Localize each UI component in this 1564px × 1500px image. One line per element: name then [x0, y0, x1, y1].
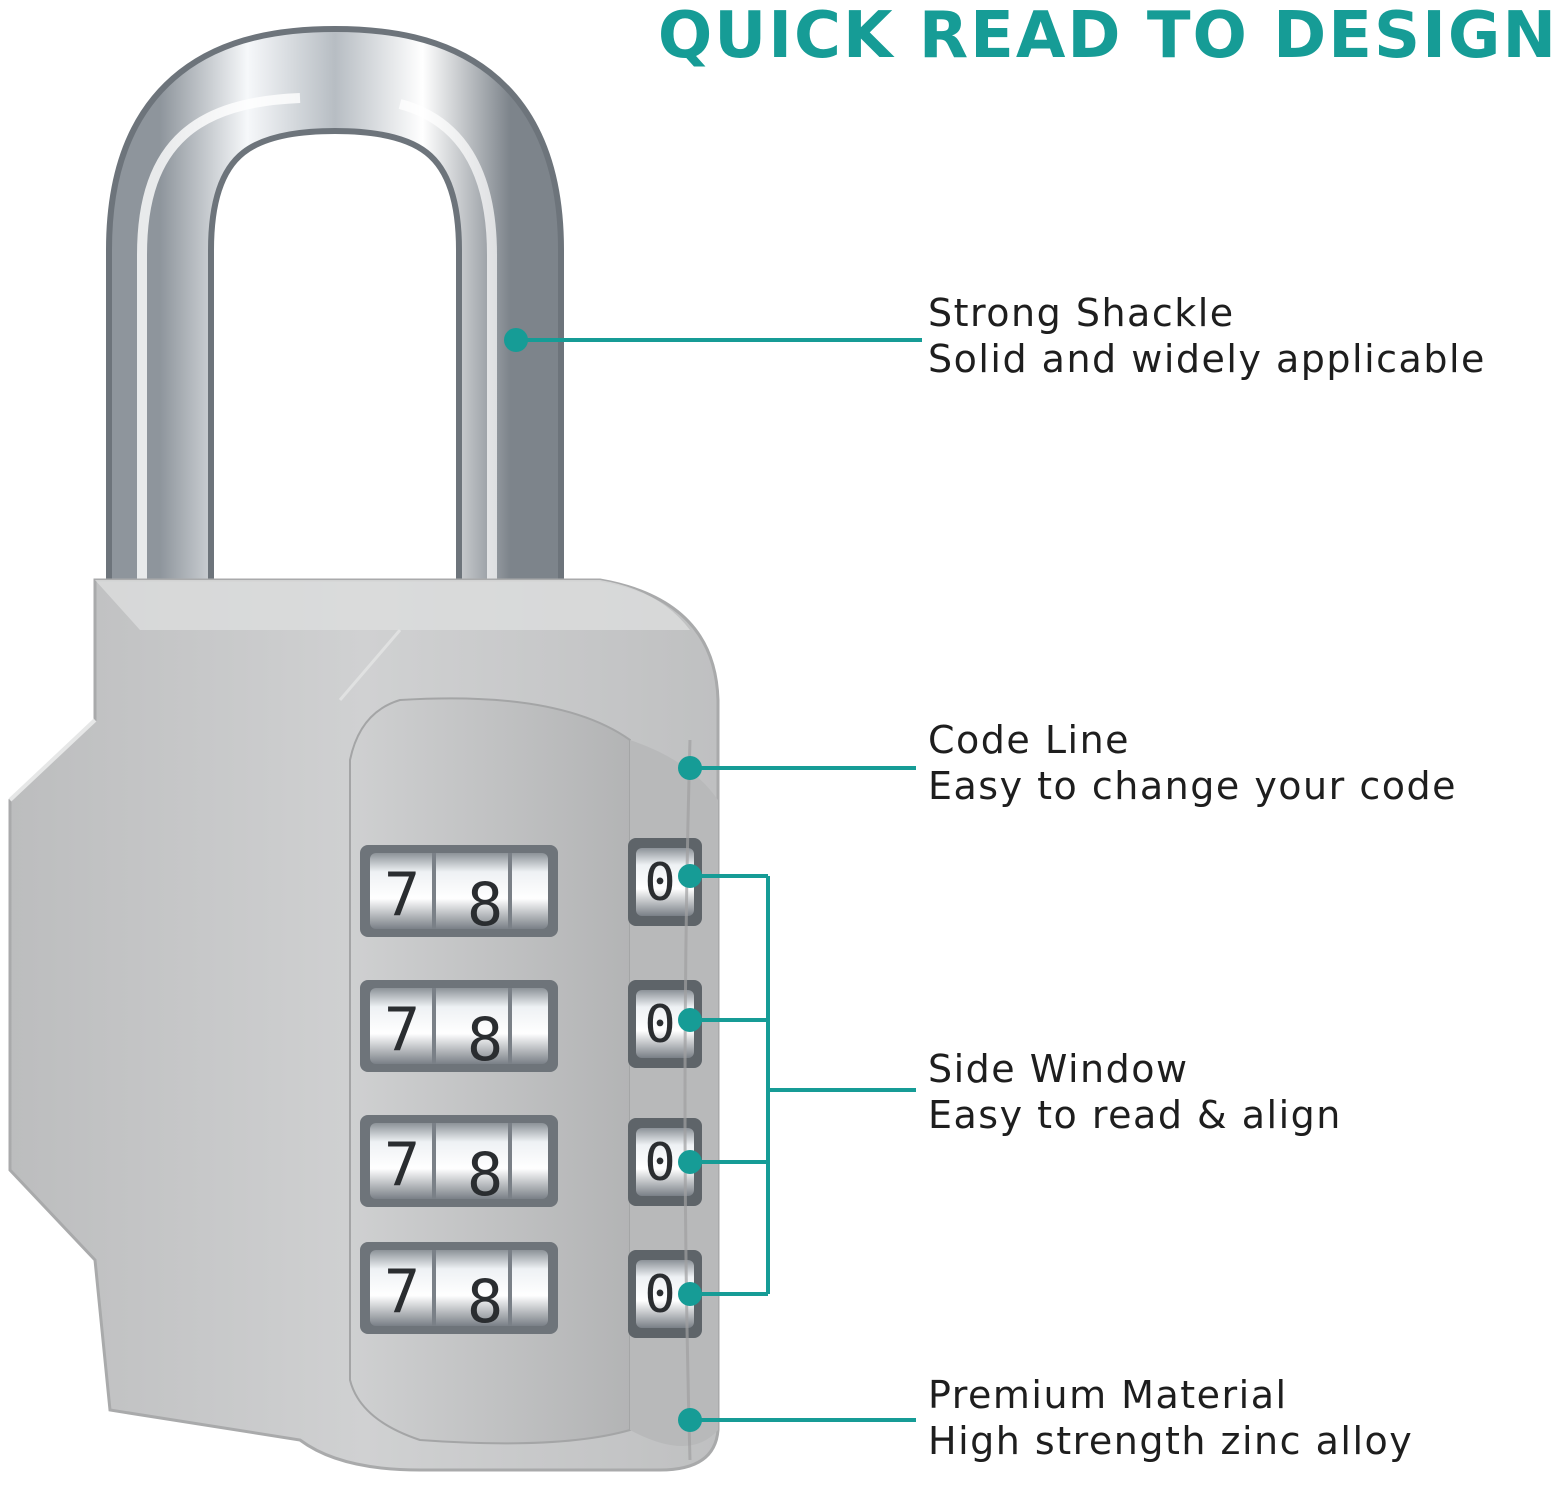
dot-marker-icon — [678, 756, 702, 780]
callout-title: Strong Shackle — [928, 291, 1235, 335]
callout-subtitle: High strength zinc alloy — [928, 1419, 1414, 1463]
dial-row-2[interactable] — [360, 980, 558, 1072]
dot-marker-icon — [678, 1408, 702, 1432]
dial-digit: 7 — [384, 1257, 420, 1327]
side-digit: 0 — [644, 853, 675, 913]
dial-digit: 8 — [467, 870, 503, 940]
dial-row-4[interactable] — [360, 1242, 558, 1334]
callout-subtitle: Easy to change your code — [928, 764, 1457, 808]
side-windows — [628, 838, 702, 1338]
callout-leaders — [516, 338, 922, 1422]
side-digit: 0 — [644, 995, 675, 1055]
callout-subtitle: Solid and widely applicable — [928, 337, 1486, 381]
shackle — [106, 25, 564, 640]
dot-marker-icon — [678, 1008, 702, 1032]
callout-title: Code Line — [928, 718, 1131, 762]
dial-digit: 8 — [467, 1140, 503, 1210]
dot-marker-icon — [678, 864, 702, 888]
dial-row-1[interactable] — [360, 845, 558, 937]
dial-row-3[interactable] — [360, 1115, 558, 1207]
dial-digit: 7 — [384, 995, 420, 1065]
side-digit: 0 — [644, 1265, 675, 1325]
front-dials — [360, 845, 558, 1334]
headline: QUICK READ TO DESIGN — [657, 0, 1558, 73]
dot-marker-icon — [504, 328, 528, 352]
dial-digit: 8 — [467, 1005, 503, 1075]
dial-digit: 8 — [467, 1267, 503, 1337]
side-digit: 0 — [644, 1133, 675, 1193]
dot-marker-icon — [678, 1150, 702, 1174]
dot-marker-icon — [678, 1282, 702, 1306]
callout-dots — [504, 328, 702, 1432]
callout-title: Premium Material — [928, 1373, 1288, 1417]
callout-premium-material: Premium Material High strength zinc allo… — [928, 1372, 1413, 1464]
callout-strong-shackle: Strong Shackle Solid and widely applicab… — [928, 290, 1486, 382]
callout-code-line: Code Line Easy to change your code — [928, 717, 1457, 809]
dial-digit: 7 — [384, 1130, 420, 1200]
dial-digit: 7 — [384, 860, 420, 930]
code-line-groove — [683, 739, 692, 1461]
callout-subtitle: Easy to read & align — [928, 1093, 1342, 1137]
callout-title: Side Window — [928, 1047, 1189, 1091]
callout-side-window: Side Window Easy to read & align — [928, 1046, 1342, 1138]
